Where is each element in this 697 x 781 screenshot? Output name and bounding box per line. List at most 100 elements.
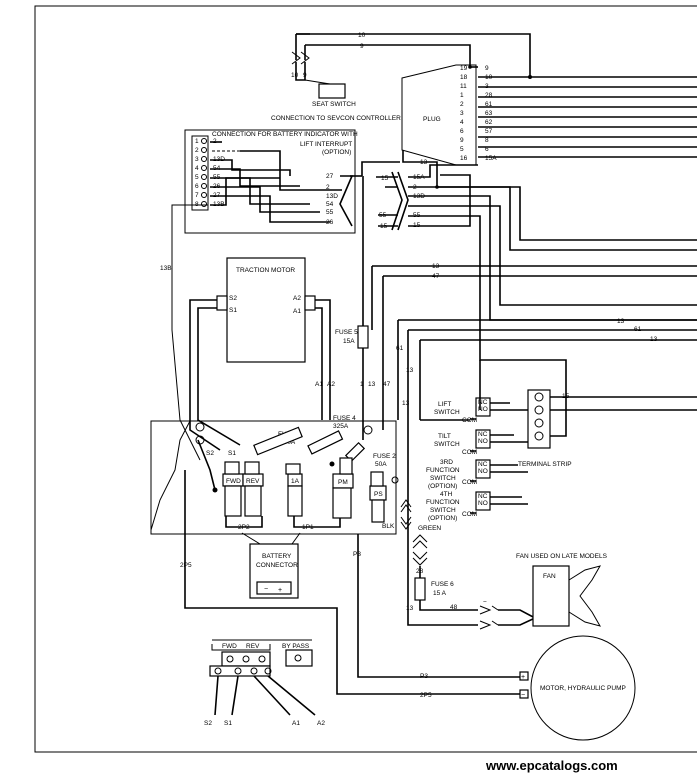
plug-wire-label: 61 (485, 101, 493, 108)
plug-wire-label: 28 (485, 92, 493, 99)
svg-text:FUNCTION: FUNCTION (426, 499, 460, 506)
page-frame (34, 5, 697, 753)
svg-text:S1: S1 (224, 720, 232, 727)
plug-wire-label: 9 (485, 65, 489, 72)
svg-text:13: 13 (406, 367, 414, 374)
svg-text:S2: S2 (206, 450, 214, 457)
svg-text:COM: COM (462, 511, 477, 518)
svg-text:NO: NO (478, 438, 488, 445)
terminal-number: 1 (195, 138, 199, 145)
svg-text:2P2: 2P2 (238, 524, 250, 531)
svg-text:GREEN: GREEN (418, 525, 441, 532)
terminal-number: 3 (195, 156, 199, 163)
svg-text:13: 13 (420, 159, 428, 166)
svg-text:(OPTION): (OPTION) (428, 483, 457, 490)
svg-text:P3: P3 (353, 551, 361, 558)
terminal-screw (201, 147, 207, 153)
svg-text:SWITCH: SWITCH (434, 409, 460, 416)
svg-text:48: 48 (450, 604, 458, 611)
plug-pin-number: 11 (460, 83, 467, 90)
svg-text:CONNECTION FOR BATTERY INDICAT: CONNECTION FOR BATTERY INDICATOR WITH (212, 131, 358, 138)
plug-wire-label: 6 (485, 146, 489, 153)
svg-text:LIFT INTERRUPT: LIFT INTERRUPT (300, 141, 352, 148)
svg-text:COM: COM (462, 479, 477, 486)
svg-text:A1: A1 (293, 308, 301, 315)
terminal-screw (201, 201, 207, 207)
battery-conn-wire-label: 13D (326, 193, 338, 200)
svg-text:+: + (278, 587, 282, 594)
plug-wires (468, 65, 697, 158)
svg-text:9: 9 (360, 43, 364, 50)
terminal-number: 6 (195, 183, 199, 190)
battery-conn-wire-label: 2 (326, 184, 330, 191)
battery-connector: BATTERY CONNECTOR − + (241, 532, 301, 599)
fuse-6: FUSE 6 15 A 13 48 − (406, 440, 536, 630)
svg-text:55: 55 (379, 212, 387, 219)
svg-text:(OPTION): (OPTION) (428, 515, 457, 522)
plug-wire-label: 8 (485, 137, 489, 144)
switch-bank: LIFT SWITCH TILT SWITCH 3RD FUNCTION SWI… (420, 360, 697, 522)
svg-text:FWD: FWD (222, 643, 237, 650)
svg-text:47: 47 (383, 381, 391, 388)
watermark: www.epcatalogs.com (485, 758, 618, 773)
svg-text:TERMINAL STRIP: TERMINAL STRIP (518, 461, 572, 468)
plug-pin-number: 3 (460, 110, 464, 117)
svg-text:NO: NO (478, 406, 488, 413)
plug-pin-number: 5 (460, 146, 464, 153)
svg-text:A2: A2 (317, 720, 325, 727)
svg-text:FUSE 4: FUSE 4 (333, 415, 356, 422)
plug-wire-label: 63 (485, 110, 493, 117)
svg-text:BATTERY: BATTERY (262, 553, 292, 560)
svg-text:PLUG: PLUG (423, 116, 441, 123)
plug-wire-label: 57 (485, 128, 493, 135)
svg-text:A2: A2 (293, 295, 301, 302)
svg-text:10: 10 (358, 32, 366, 39)
svg-text:NO: NO (478, 500, 488, 507)
hydraulic-pump-motor: MOTOR, HYDRAULIC PUMP + − (519, 635, 636, 741)
svg-text:A1: A1 (315, 381, 323, 388)
svg-text:9: 9 (303, 72, 307, 79)
plug-pin-number: 9 (460, 137, 464, 144)
terminal-number: 4 (195, 165, 199, 172)
svg-text:SWITCH: SWITCH (430, 507, 456, 514)
svg-text:13: 13 (650, 336, 658, 343)
svg-text:13: 13 (402, 400, 410, 407)
plug-pin-number: 19 (460, 65, 468, 72)
svg-text:10: 10 (291, 72, 299, 79)
terminal-screw (201, 183, 207, 189)
svg-text:SWITCH: SWITCH (430, 475, 456, 482)
seat-switch: 10 9 10 9 SEAT SWITCH CONNECTION TO SEVC… (271, 32, 531, 122)
svg-text:−: − (264, 586, 268, 593)
svg-text:S1: S1 (228, 450, 236, 457)
terminal-screw (201, 165, 207, 171)
svg-text:PS: PS (374, 491, 383, 498)
svg-text:FWD: FWD (226, 478, 241, 485)
svg-text:FUSE 6: FUSE 6 (431, 581, 454, 588)
svg-text:LIFT: LIFT (438, 401, 451, 408)
svg-text:2P5: 2P5 (420, 692, 432, 699)
svg-text:TRACTION MOTOR: TRACTION MOTOR (236, 267, 295, 274)
terminal-number: 5 (195, 174, 199, 181)
svg-text:S2: S2 (229, 295, 237, 302)
pump-feed-wires: 2P5 P3 P3 2P5 (180, 470, 520, 699)
green-ground: GREEN 28 (400, 499, 441, 578)
svg-text:SWITCH: SWITCH (434, 441, 460, 448)
svg-text:FAN: FAN (543, 573, 556, 580)
svg-text:NO: NO (478, 468, 488, 475)
plug-pin-number: 4 (460, 119, 464, 126)
terminal-screw (201, 174, 207, 180)
svg-text:13B: 13B (160, 265, 172, 272)
svg-text:325A: 325A (333, 423, 349, 430)
wires-13-47: 13 47 13 61 13 61 13 13 (371, 263, 697, 440)
svg-text:COM: COM (462, 449, 477, 456)
svg-text:FUSE 2: FUSE 2 (373, 453, 396, 460)
svg-text:15A: 15A (343, 338, 355, 345)
svg-text:−: − (483, 599, 487, 606)
svg-text:1P1: 1P1 (302, 524, 314, 531)
terminal-screw (201, 156, 207, 162)
svg-text:13: 13 (406, 605, 414, 612)
svg-text:REV: REV (246, 478, 260, 485)
